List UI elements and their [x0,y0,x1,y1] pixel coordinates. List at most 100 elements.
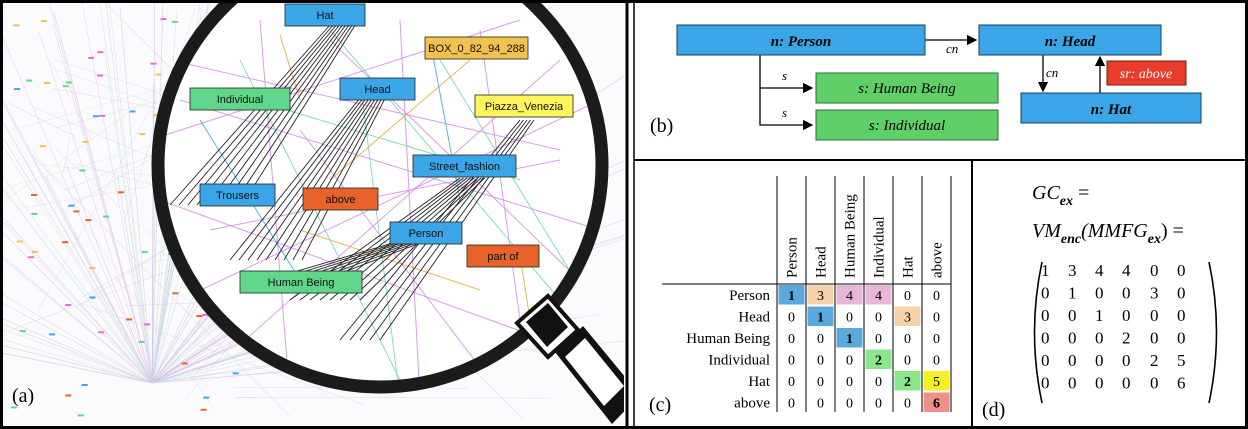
table-cell: 0 [904,397,911,412]
background-node-marker [144,323,151,326]
background-edge [3,188,153,384]
table-cell: 0 [788,397,795,412]
edge-label-cn1: cn [946,41,958,56]
table-cell: 1 [817,311,824,326]
background-node-marker [89,267,96,270]
table-cell: 1 [846,332,853,347]
background-node-marker [10,406,17,409]
graph-node-label: Piazza_Venezia [485,101,564,113]
matrix-entry: 0 [1041,329,1050,348]
panel-d-label: (d) [982,399,1005,421]
highlight-cell [865,349,892,369]
table-cell: 0 [788,332,795,347]
highlight-cell [836,328,863,348]
hatched-edge [241,24,356,206]
node-above [1106,60,1187,86]
column-header: Individual [872,216,888,278]
matrix-entry: 0 [1122,374,1131,393]
table-cell: 3 [904,311,911,326]
background-node-marker [202,313,209,316]
table-cell: 2 [875,354,882,369]
background-edge [3,137,153,384]
matrix-entry: 6 [1177,374,1186,393]
hatched-edge [187,24,337,206]
background-node-marker [98,331,105,334]
background-edge [3,217,153,384]
background-edge [81,3,153,384]
magnified-edge [279,34,301,101]
background-edge [53,10,153,384]
background-node-marker [26,79,33,82]
table-cell: 0 [788,375,795,390]
background-node-marker [99,114,106,117]
node-person [676,24,926,56]
matrix-entry: 0 [1041,306,1050,325]
background-edge [99,3,153,384]
magnified-nodes: HatBOX_0_82_94_288IndividualHeadPiazza_V… [189,3,574,294]
matrix-left-paren [1033,261,1043,404]
background-edge [3,256,153,384]
background-node-marker [31,212,38,215]
background-node-marker [97,51,104,54]
table-cell: 0 [846,397,853,412]
background-edge [31,147,216,411]
graph-node-person: Person [389,221,463,245]
table-cell: 0 [904,332,911,347]
table-cell: 4 [846,289,853,304]
table-cell: 5 [933,375,940,390]
background-node-marker [102,215,109,218]
table-cell: 0 [904,354,911,369]
hatched-edge [205,24,343,206]
matrix-entry: 0 [1095,351,1104,370]
graph-node-individual: Individual [189,87,291,111]
hatched-edge [256,97,370,261]
matrix-entry: 0 [1122,351,1131,370]
node-head [978,24,1162,56]
hatched-edge [196,24,340,206]
matrix-entry: 0 [1150,261,1159,280]
matrix-entry: 0 [1122,306,1131,325]
background-node-marker [19,329,26,332]
matrix-entry: 0 [1068,329,1077,348]
background-node-marker [13,24,20,27]
graph-node-trousers: Trousers [199,183,276,207]
background-edge [50,60,92,139]
table-cell: 0 [875,397,882,412]
table-cell: 4 [875,289,882,304]
matrix-entry: 4 [1095,261,1104,280]
magnified-area: HatBOX_0_82_94_288IndividualHeadPiazza_V… [152,3,608,393]
table-cell: 0 [933,289,940,304]
magnifier-handle [514,293,624,424]
table-cell: 2 [904,375,911,390]
background-node-marker [172,292,179,295]
background-node-marker [62,241,69,244]
background-edge [103,47,153,384]
background-node-marker [88,56,95,59]
background-edge [3,323,153,384]
background-edge [3,258,153,384]
panel-c-label: (c) [649,394,671,416]
graph-node-label: part of [487,251,519,263]
background-node-marker [39,145,46,148]
background-node-marker [155,73,162,76]
background-edge [3,121,153,384]
background-node-marker [44,81,51,84]
hatched-edge [223,24,350,206]
panel-b: cn s s cn n: Person n: Head s: Human Bei… [650,24,1202,141]
column-header: Person [785,237,801,278]
background-node-marker [31,250,38,253]
matrix-entry: 3 [1150,284,1159,303]
background-edge [3,37,153,384]
background-node-marker [153,114,160,117]
matrix-entry: 4 [1122,261,1131,280]
background-node-marker [16,240,23,243]
node-individual [815,109,999,141]
row-header: Hat [748,374,770,390]
table-cell: 0 [875,332,882,347]
matrix-entry: 0 [1177,306,1186,325]
panel-a: HatBOX_0_82_94_288IndividualHeadPiazza_V… [3,3,624,426]
equation-line-1: GCex = [1032,182,1089,209]
hatched-edge [178,24,334,206]
background-edge [3,329,153,384]
panel-a-label: (a) [12,385,34,407]
